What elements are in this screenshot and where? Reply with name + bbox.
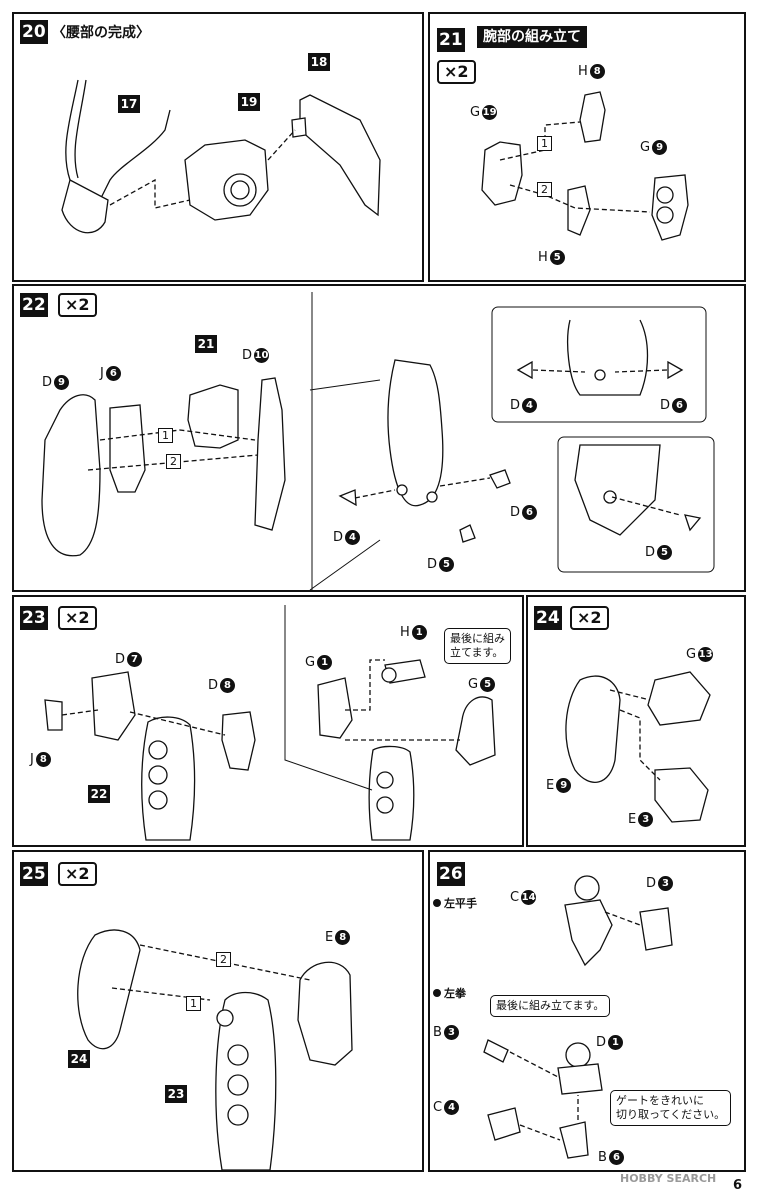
left-fist-heading: 左拳 — [433, 985, 466, 1001]
step-22-multiplier: ×2 — [58, 293, 97, 317]
step-20-title: 〈腰部の完成〉 — [52, 25, 150, 41]
step-22-panel — [12, 284, 746, 592]
order-1-label: 1 — [158, 428, 173, 443]
part-18-label: 18 — [308, 53, 330, 71]
watermark: HOBBY SEARCH — [620, 1172, 717, 1185]
step-21-multiplier: ×2 — [437, 60, 476, 84]
order-1-label: 1 — [537, 136, 552, 151]
step-25-multiplier: ×2 — [58, 862, 97, 886]
order-1-label: 1 — [186, 996, 201, 1011]
order-2-label: 2 — [166, 454, 181, 469]
assemble-last-note: 最後に組み 立てます。 — [444, 628, 511, 664]
step-26-number: 26 — [437, 862, 465, 886]
step-20-number: 20 — [20, 20, 48, 44]
step-21-panel — [428, 12, 746, 282]
step-21-title: 腕部の組み立て — [477, 26, 587, 48]
cut-gate-note: ゲートをきれいに 切り取ってください。 — [610, 1090, 732, 1126]
step-22-number: 22 — [20, 293, 48, 317]
step-25-number: 25 — [20, 862, 48, 886]
part-22-label: 22 — [88, 785, 110, 803]
order-2-label: 2 — [216, 952, 231, 967]
step-24-panel — [526, 595, 746, 847]
order-2-label: 2 — [537, 182, 552, 197]
step-23-multiplier: ×2 — [58, 606, 97, 630]
step-24-number: 24 — [534, 606, 562, 630]
step-21-number: 21 — [437, 28, 465, 52]
part-23-label: 23 — [165, 1085, 187, 1103]
part-24-label: 24 — [68, 1050, 90, 1068]
step-23-number: 23 — [20, 606, 48, 630]
assemble-last-note-2: 最後に組み立てます。 — [490, 995, 611, 1017]
part-17-label: 17 — [118, 95, 140, 113]
step-25-panel — [12, 850, 424, 1172]
step-20-panel — [12, 12, 424, 282]
step-24-multiplier: ×2 — [570, 606, 609, 630]
left-open-hand-heading: 左平手 — [433, 895, 477, 911]
part-19-label: 19 — [238, 93, 260, 111]
part-21-label: 21 — [195, 335, 217, 353]
page-number: 6 — [733, 1178, 743, 1193]
